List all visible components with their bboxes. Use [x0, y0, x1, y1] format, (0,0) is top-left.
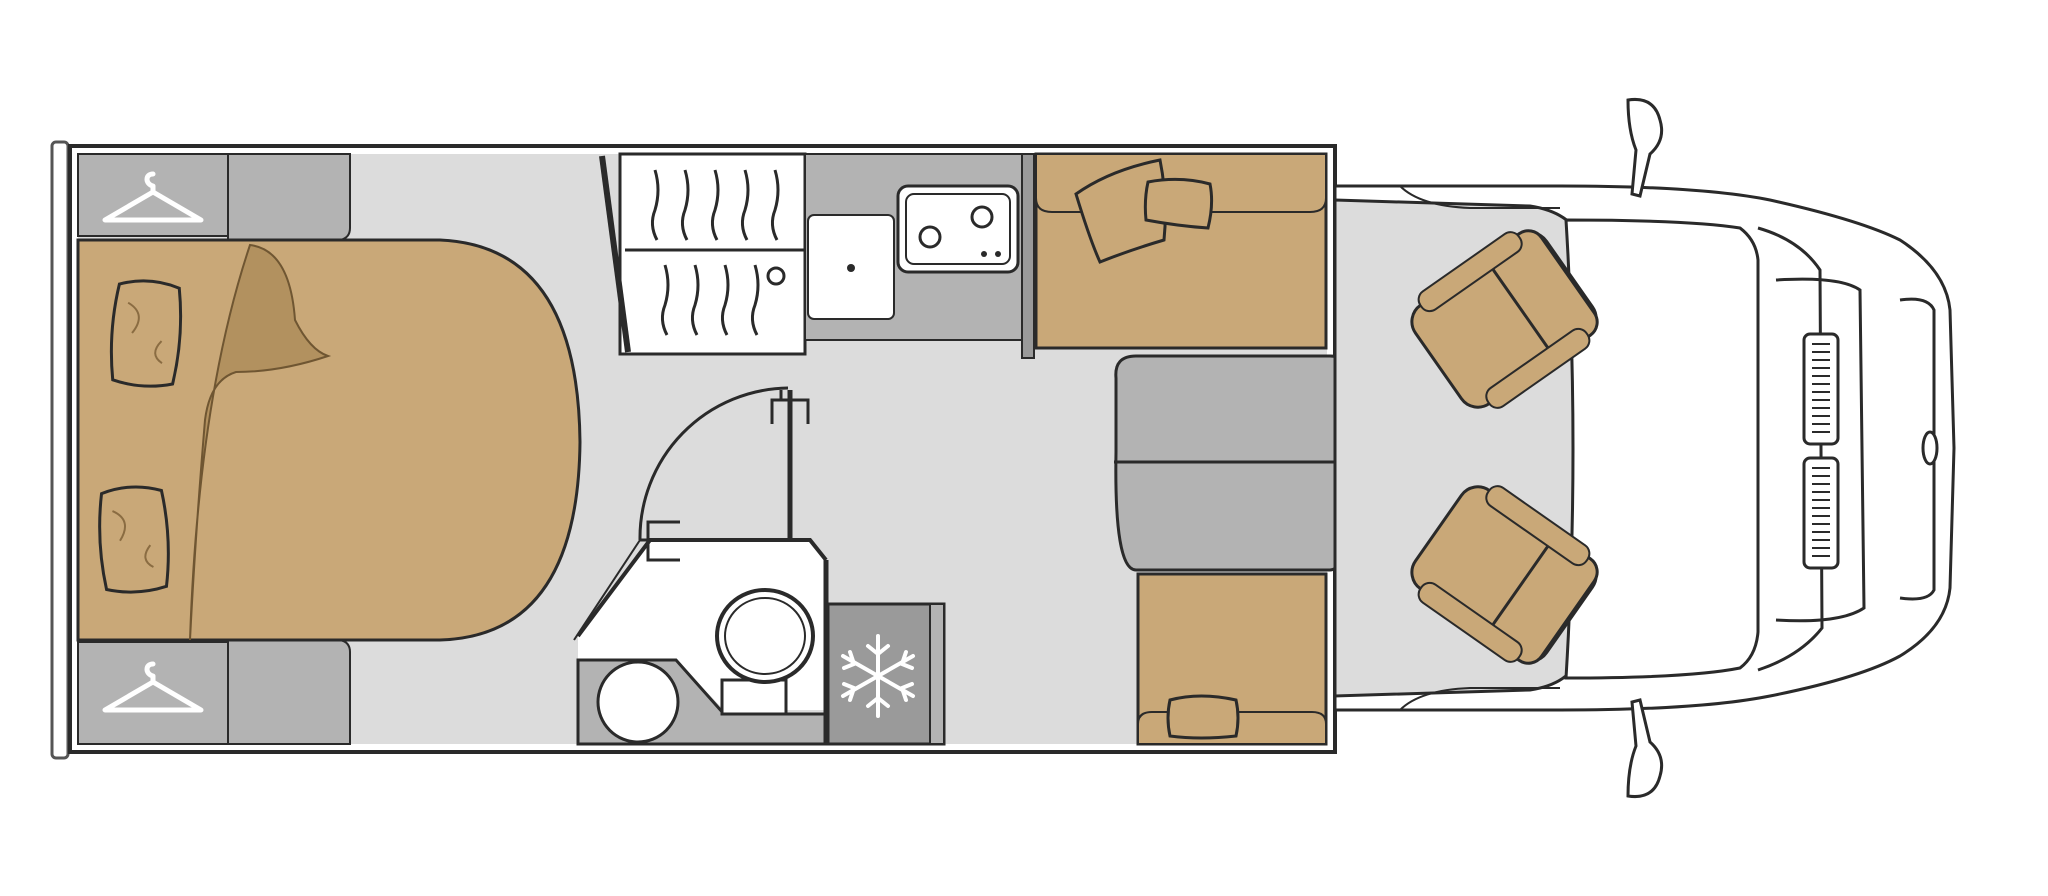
vent-top — [1802, 332, 1840, 446]
fridge[interactable] — [826, 602, 946, 746]
burner-1[interactable] — [918, 225, 942, 249]
cushion-1 — [1074, 158, 1167, 264]
cushion-3 — [1166, 694, 1240, 740]
toilet-cistern — [720, 678, 788, 716]
door-line-bottom — [1399, 687, 1560, 711]
rear-bedroom — [76, 153, 582, 745]
kitchen-partition — [1021, 153, 1035, 359]
wardrobe-bottom[interactable] — [77, 641, 229, 745]
dinette — [1034, 152, 1354, 746]
badge — [1921, 430, 1939, 466]
mirror-bottom — [1626, 698, 1664, 799]
toilet-seat — [724, 597, 806, 675]
passenger-seat[interactable] — [1398, 471, 1609, 677]
sink-drain — [847, 264, 855, 272]
fridge-side — [929, 603, 945, 745]
knob-1[interactable] — [981, 251, 987, 257]
driver-seat[interactable] — [1398, 217, 1609, 423]
mirror-top — [1626, 97, 1664, 198]
door-handle-top[interactable] — [770, 390, 810, 424]
cab — [1333, 97, 1956, 799]
windscreen — [1757, 226, 1824, 672]
vent-slats — [1812, 343, 1830, 557]
knob-2[interactable] — [995, 251, 1001, 257]
bonnet — [1775, 277, 1866, 623]
pillow-1 — [106, 277, 186, 390]
cushion-2 — [1143, 177, 1214, 230]
double-bed[interactable] — [76, 238, 582, 642]
door-handle-left[interactable] — [640, 520, 680, 562]
kitchen — [599, 152, 1035, 359]
bathroom-door-2 — [573, 539, 641, 641]
bathroom — [573, 386, 946, 746]
bedside-cabinet-top — [227, 153, 351, 241]
burner-2[interactable] — [970, 205, 994, 229]
snowflake-icon — [841, 634, 915, 718]
bathroom-wall — [576, 538, 828, 638]
bedside-cabinet-bottom — [227, 639, 351, 745]
toilet[interactable] — [715, 588, 815, 684]
dashboard — [1564, 218, 1760, 680]
drawer-handles — [650, 169, 786, 336]
kitchen-side-panel — [599, 155, 631, 353]
washbasin[interactable] — [596, 660, 680, 744]
wardrobe-top[interactable] — [77, 153, 229, 237]
folded-duvet — [189, 243, 332, 641]
door-line-top — [1399, 185, 1560, 209]
door-swing-arc — [638, 386, 789, 541]
kitchen-cabinet — [618, 152, 807, 356]
gas-hob[interactable] — [896, 184, 1020, 274]
hob-inner — [905, 193, 1011, 265]
pillow-2 — [95, 483, 173, 596]
vent-bottom — [1802, 456, 1840, 570]
rear-bumper — [50, 140, 70, 760]
